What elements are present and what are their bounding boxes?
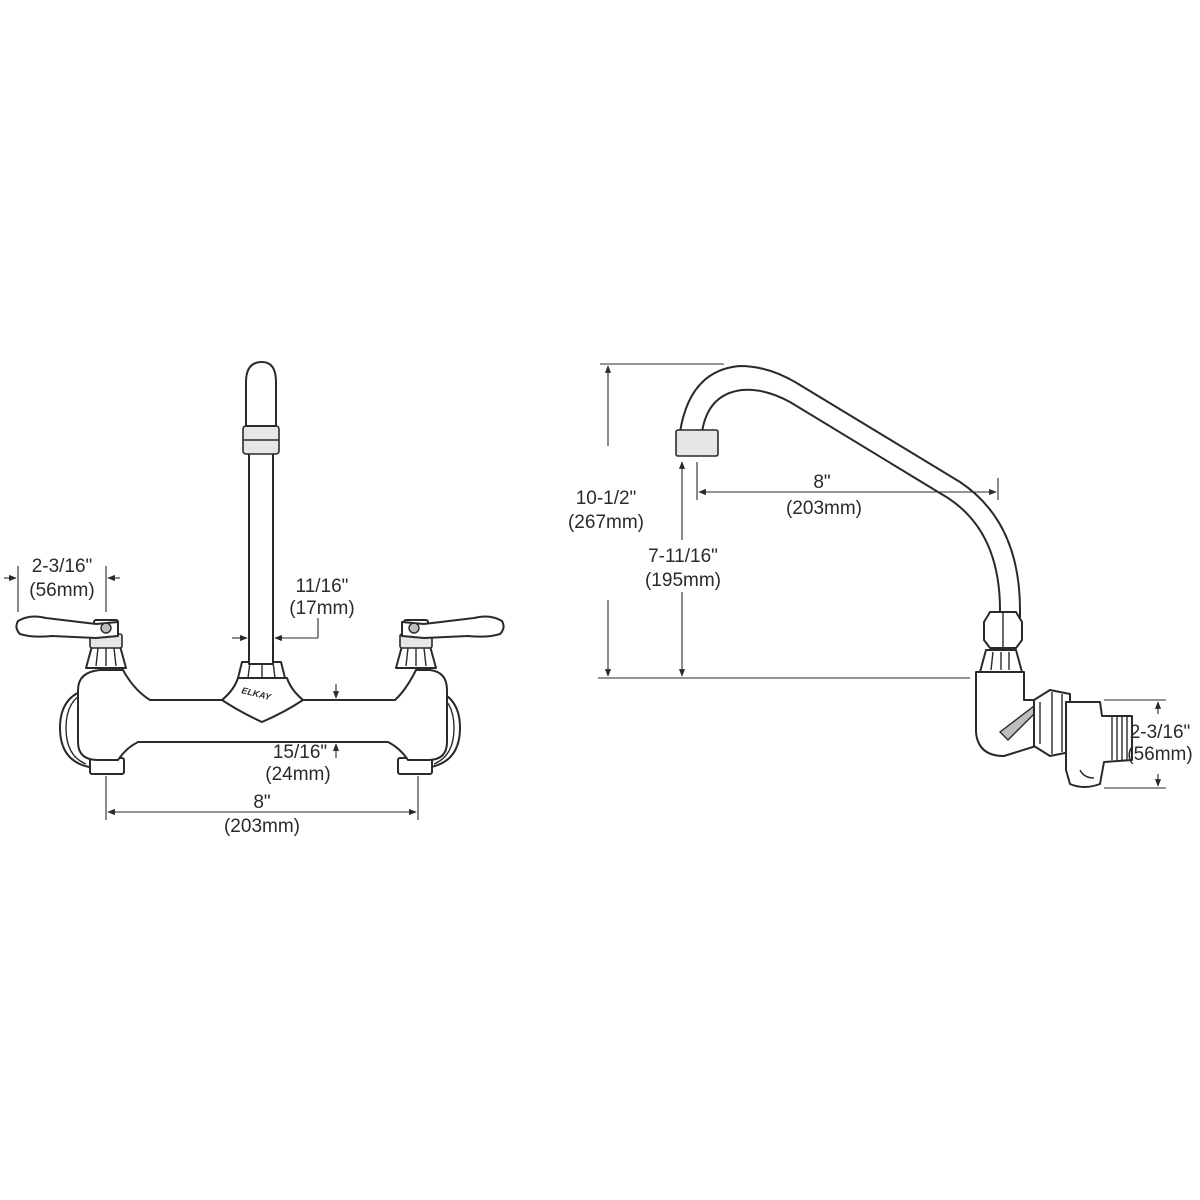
- wall-inlet-fitting: [1065, 701, 1133, 788]
- front-view: ELKAY: [4, 361, 505, 837]
- dim-overall-height: [598, 363, 970, 679]
- spout-base-housing: [221, 677, 304, 723]
- body-height-mm-label: (24mm): [265, 764, 330, 785]
- right-lever-handle[interactable]: [401, 615, 505, 639]
- center-spacing-mm-label: (203mm): [224, 816, 300, 837]
- body-height-inch-label: 15/16": [273, 742, 327, 763]
- inlet-height-mm-label: (56mm): [1127, 744, 1192, 765]
- center-spacing-inch-label: 8": [253, 792, 270, 813]
- handle-width-inch-label: 2-3/16": [32, 556, 93, 577]
- left-lever-handle[interactable]: [15, 615, 119, 639]
- spout-diameter-inch-label: 11/16": [296, 576, 349, 597]
- spout-clearance-inch-label: 7-11/16": [648, 546, 718, 567]
- aerator: [675, 429, 719, 457]
- dim-spout-reach: [696, 462, 999, 500]
- spout-clearance-mm-label: (195mm): [645, 570, 721, 591]
- overall-height-mm-label: (267mm): [568, 512, 644, 533]
- left-handle-index-icon: [100, 622, 112, 634]
- inlet-height-inch-label: 2-3/16": [1130, 722, 1191, 743]
- spout-top-tube: [245, 361, 277, 427]
- spout-diameter-mm-label: (17mm): [289, 598, 354, 619]
- dim-center-spacing: [105, 776, 419, 820]
- spout-reach-inch-label: 8": [813, 472, 830, 493]
- side-valve-elbow: [975, 671, 1037, 757]
- right-handle-index-icon: [408, 622, 420, 634]
- dim-inlet-height: [1104, 699, 1166, 789]
- spout-reach-mm-label: (203mm): [786, 498, 862, 519]
- handle-width-mm-label: (56mm): [29, 580, 94, 601]
- side-view: 10-1/2" (267mm) 7-11/16" (195mm) 8" (203…: [568, 363, 1193, 789]
- dim-spout-diameter: [232, 618, 319, 642]
- dim-handle-width: [4, 566, 120, 612]
- spout-riser-tube: [248, 451, 274, 665]
- overall-height-inch-label: 10-1/2": [576, 488, 637, 509]
